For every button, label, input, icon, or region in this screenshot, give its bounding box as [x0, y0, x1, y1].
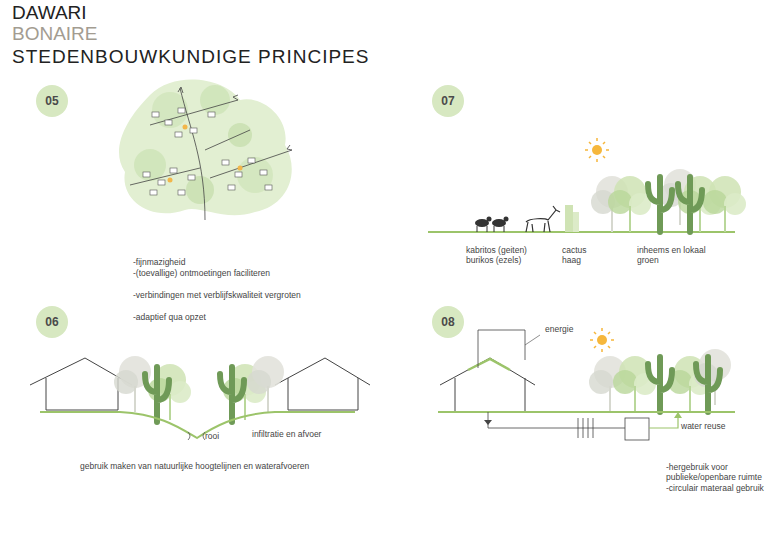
note-text: -adaptief qua opzet	[133, 313, 313, 323]
callout-number: 05	[45, 94, 58, 108]
page-title: STEDENBOUWKUNDIGE PRINCIPES	[12, 46, 369, 68]
caption-label: water reuse	[681, 422, 751, 432]
caption-label: gebruik maken van natuurlijke hoogtelijn…	[80, 462, 400, 472]
caption-label: kabritos (geiten) burikos (ezels)	[466, 246, 556, 266]
caption-label: rooi	[205, 432, 235, 442]
note-text: -hergebruik voor publieke/openbare ruimt…	[666, 463, 771, 483]
caption-label: cactus haag	[562, 246, 602, 266]
note-text: -circulair materaal gebruik	[666, 484, 771, 494]
number-circle: 07	[432, 85, 464, 117]
callout-number: 07	[441, 94, 454, 108]
number-circle: 06	[36, 306, 68, 338]
number-circle: 05	[36, 85, 68, 117]
brand-name: DAWARI	[12, 2, 212, 24]
note-text: -fijnmazigheid	[133, 258, 313, 268]
caption-label: energie	[545, 325, 605, 335]
callout-number: 08	[441, 315, 454, 329]
caption-label: inheems en lokaal groen	[637, 246, 707, 266]
callout-number: 06	[45, 315, 58, 329]
note-text: -verbindingen met verblijfskwaliteit ver…	[133, 291, 313, 301]
number-circle: 08	[432, 306, 464, 338]
note-text: -(toevallige) ontmoetingen faciliteren	[133, 269, 313, 279]
caption-label: infiltratie en afvoer	[252, 430, 322, 440]
brand-subtitle: BONAIRE	[12, 23, 212, 45]
